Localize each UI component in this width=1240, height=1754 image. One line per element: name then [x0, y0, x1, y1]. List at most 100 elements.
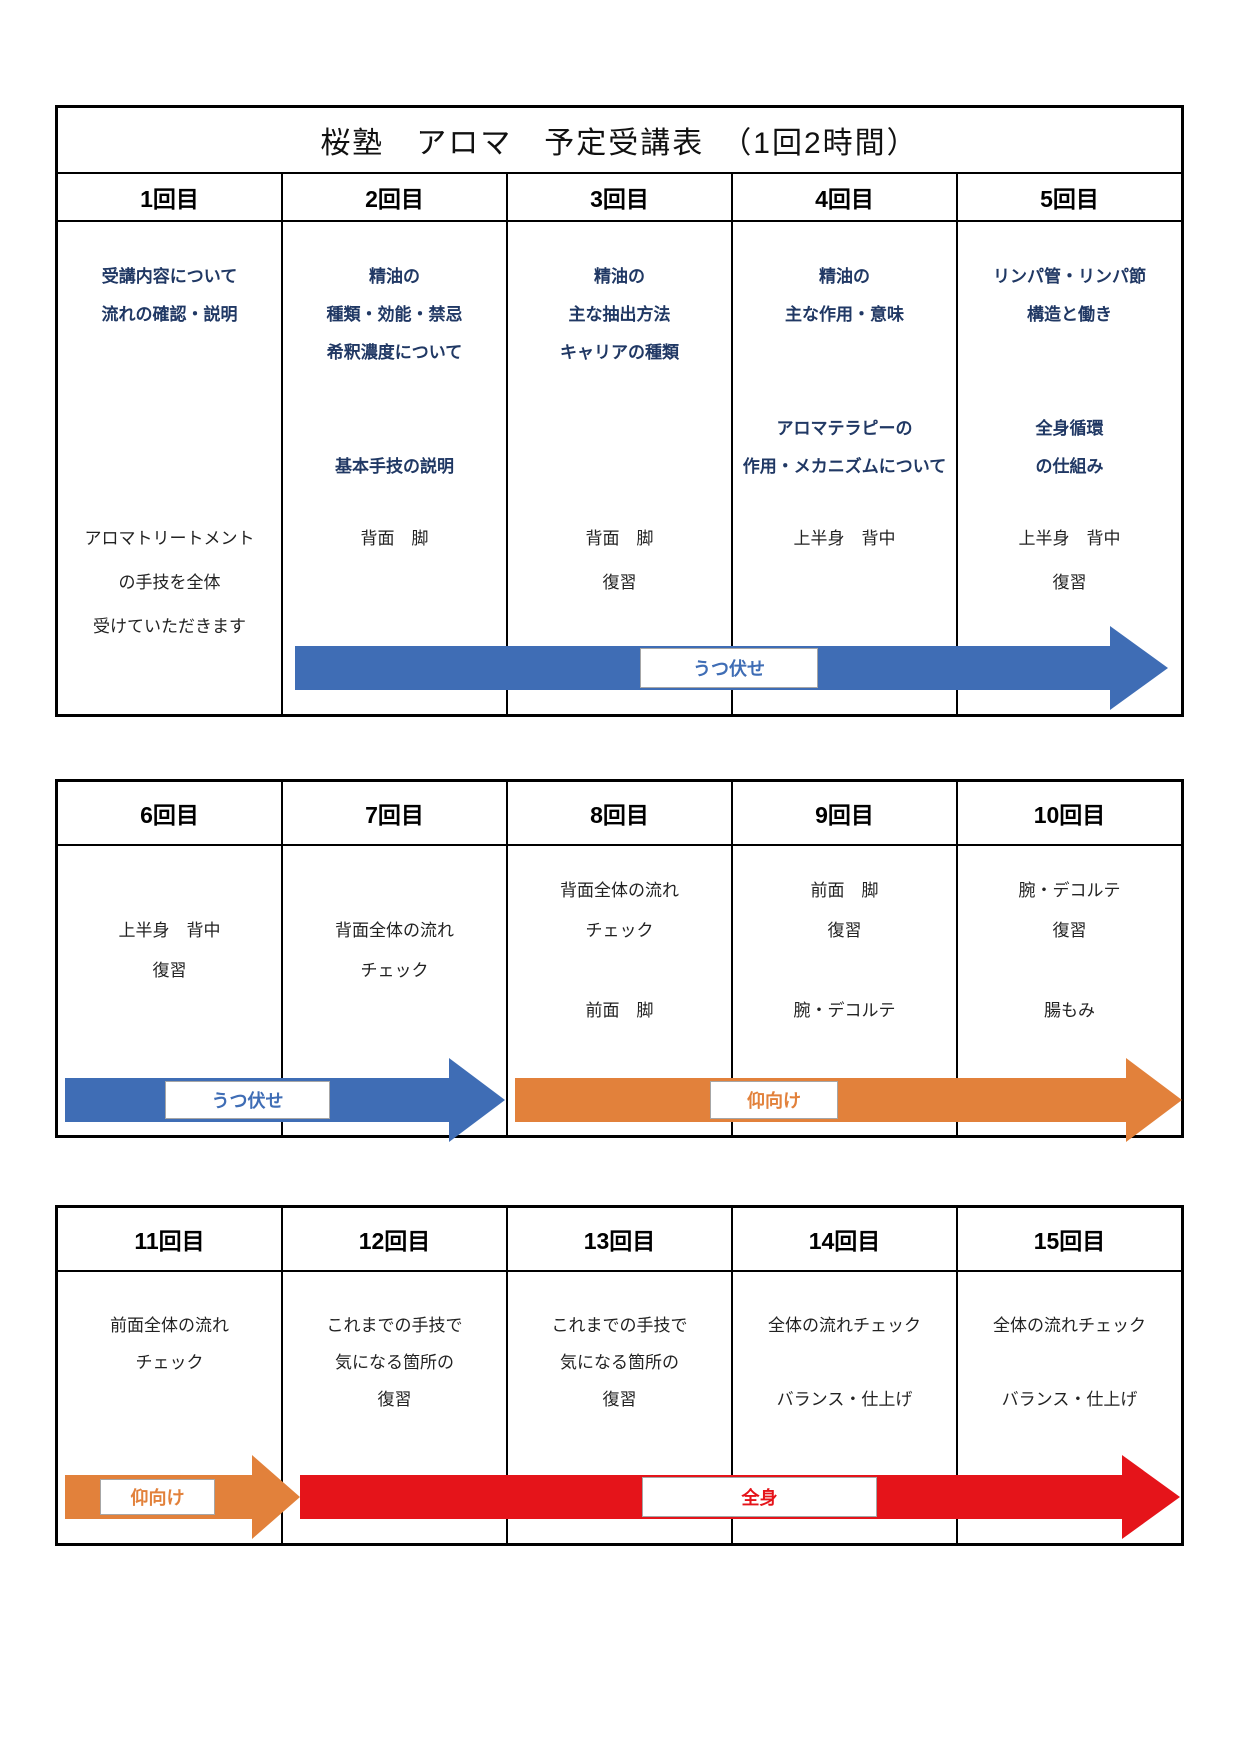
content-line: これまでの手技で — [551, 1316, 688, 1335]
content-block: これまでの手技で 気になる箇所の 復習 — [287, 1307, 502, 1418]
topic-block: 精油の 主な抽出方法 キャリアの種類 — [512, 258, 727, 372]
topic-line: アロマテラピーの — [776, 419, 913, 438]
content-line: 上半身 背中 — [118, 921, 221, 940]
content-block: 全体の流れチェック バランス・仕上げ — [962, 1307, 1177, 1418]
content-row: 受講内容について 流れの確認・説明 アロマトリートメント の手技を全体 受けてい… — [58, 222, 1181, 714]
cell-session-14: 全体の流れチェック バランス・仕上げ — [731, 1272, 956, 1543]
content-line: バランス・仕上げ — [776, 1390, 913, 1409]
content-line: 復習 — [377, 1390, 412, 1409]
header-cell-session-11: 11回目 — [134, 1228, 205, 1254]
content-line: 気になる箇所の — [560, 1353, 679, 1372]
content-line — [737, 951, 952, 991]
header-cell-session-3: 3回目 — [506, 174, 731, 220]
body-part-block: 上半身 背中 — [737, 517, 952, 561]
header-cell-session-13: 13回目 — [506, 1208, 731, 1270]
body-part-block: 背面 脚 — [287, 517, 502, 561]
content-line: チェック — [360, 961, 429, 980]
topic-line — [287, 410, 502, 448]
schedule-table-sessions-1-5: 桜塾 アロマ 予定受講表 （1回2時間） 1回目 2回目 3回目 4回目 5回目… — [55, 105, 1184, 717]
content-block: 背面全体の流れ チェック 前面 脚 — [512, 871, 727, 1031]
topic-line: キャリアの種類 — [560, 343, 679, 362]
content-block: これまでの手技で 気になる箇所の 復習 — [512, 1307, 727, 1418]
topic-line: 構造と働き — [1027, 305, 1112, 324]
arrow-label: うつ伏せ — [165, 1081, 330, 1119]
arrow-label: 全身 — [642, 1477, 877, 1517]
topic-line — [962, 372, 1177, 410]
topic-block: 受講内容について 流れの確認・説明 — [62, 258, 277, 334]
content-line: 前面 脚 — [810, 881, 879, 900]
cell-session-5: リンパ管・リンパ節 構造と働き 全身循環 の仕組み 上半身 背中 復習 — [956, 222, 1181, 714]
content-line: 復習 — [152, 961, 187, 980]
topic-line: 主な作用・意味 — [785, 305, 904, 324]
content-line — [962, 951, 1177, 991]
header-cell-session-6: 6回目 — [140, 802, 199, 828]
flow-arrow-supine-sessions-8-10: 仰向け — [515, 1058, 1182, 1142]
header-cell-session-10: 10回目 — [956, 782, 1181, 844]
cell-session-15: 全体の流れチェック バランス・仕上げ — [956, 1272, 1181, 1543]
cell-session-7: 背面全体の流れ チェック — [281, 846, 506, 1135]
cell-session-2: 精油の 種類・効能・禁忌 希釈濃度について 基本手技の説明 背面 脚 — [281, 222, 506, 714]
content-line: 腕・デコルテ — [793, 1001, 896, 1020]
cell-session-4: 精油の 主な作用・意味 アロマテラピーの 作用・メカニズムについて 上半身 背中 — [731, 222, 956, 714]
header-cell-session-8: 8回目 — [506, 782, 731, 844]
flow-arrow-fullbody-sessions-12-15: 全身 — [300, 1455, 1180, 1539]
topic-line: 流れの確認・説明 — [101, 305, 238, 324]
body-part-block: 上半身 背中 復習 — [962, 517, 1177, 605]
header-cell-session-14: 14回目 — [731, 1208, 956, 1270]
content-row: 上半身 背中 復習 背面全体の流れ チェック 背面全体の流れ チェック 前面 脚 — [58, 846, 1181, 1135]
course-title: 桜塾 アロマ 予定受講表 （1回2時間） — [58, 108, 1181, 174]
topic-block: 精油の 種類・効能・禁忌 希釈濃度について 基本手技の説明 — [287, 258, 502, 486]
flow-arrow-supine-session-11: 仰向け — [65, 1455, 300, 1539]
cell-session-9: 前面 脚 復習 腕・デコルテ — [731, 846, 956, 1135]
arrow-label: 仰向け — [710, 1081, 838, 1119]
content-line — [737, 1344, 952, 1381]
topic-line — [737, 372, 952, 410]
body-part-block: アロマトリートメント の手技を全体 受けていただきます — [62, 517, 277, 649]
part-line: 背面 脚 — [360, 529, 429, 548]
content-line: 復習 — [602, 1390, 637, 1409]
content-line: 復習 — [1052, 921, 1087, 940]
header-cell-session-5: 5回目 — [956, 174, 1181, 220]
arrow-label: うつ伏せ — [640, 648, 818, 688]
cell-session-10: 腕・デコルテ 復習 腸もみ — [956, 846, 1181, 1135]
topic-line: 主な抽出方法 — [568, 305, 671, 324]
content-block: 上半身 背中 復習 — [62, 871, 277, 991]
body-part-block: 背面 脚 復習 — [512, 517, 727, 605]
content-line — [962, 1344, 1177, 1381]
header-row: 6回目 7回目 8回目 9回目 10回目 — [58, 782, 1181, 846]
header-cell-session-12: 12回目 — [281, 1208, 506, 1270]
topic-line — [737, 334, 952, 372]
content-row: 前面全体の流れ チェック これまでの手技で 気になる箇所の 復習 これまでの手技… — [58, 1272, 1181, 1543]
content-line: 前面 脚 — [585, 1001, 654, 1020]
header-row: 11回目 12回目 13回目 14回目 15回目 — [58, 1208, 1181, 1272]
part-line: 背面 脚 — [585, 529, 654, 548]
right-arrow-shape — [515, 1058, 1182, 1142]
topic-line — [287, 372, 502, 410]
topic-line: 基本手技の説明 — [335, 457, 454, 476]
content-line: 気になる箇所の — [335, 1353, 454, 1372]
topic-block: リンパ管・リンパ節 構造と働き 全身循環 の仕組み — [962, 258, 1177, 486]
part-line: 上半身 背中 — [793, 529, 896, 548]
content-line: 全体の流れチェック — [768, 1316, 921, 1335]
content-line: これまでの手技で — [326, 1316, 463, 1335]
content-block: 前面 脚 復習 腕・デコルテ — [737, 871, 952, 1031]
content-block: 背面全体の流れ チェック — [287, 871, 502, 991]
content-block: 腕・デコルテ 復習 腸もみ — [962, 871, 1177, 1031]
arrow-label: 仰向け — [100, 1479, 215, 1515]
part-line: 復習 — [602, 573, 637, 592]
content-line: 復習 — [827, 921, 862, 940]
content-line: チェック — [135, 1353, 204, 1372]
topic-line: 精油の — [819, 267, 870, 286]
header-cell-session-9: 9回目 — [731, 782, 956, 844]
topic-line: 精油の — [594, 267, 645, 286]
flow-arrow-prone-sessions-6-7: うつ伏せ — [65, 1058, 505, 1142]
content-line: 全体の流れチェック — [993, 1316, 1146, 1335]
header-cell-session-15: 15回目 — [956, 1208, 1181, 1270]
header-cell-session-1: 1回目 — [140, 186, 199, 212]
header-cell-session-4: 4回目 — [731, 174, 956, 220]
content-line: 背面全体の流れ — [335, 921, 454, 940]
content-line: 背面全体の流れ — [560, 881, 679, 900]
content-line: バランス・仕上げ — [1001, 1390, 1138, 1409]
cell-session-1: 受講内容について 流れの確認・説明 アロマトリートメント の手技を全体 受けてい… — [58, 222, 281, 714]
